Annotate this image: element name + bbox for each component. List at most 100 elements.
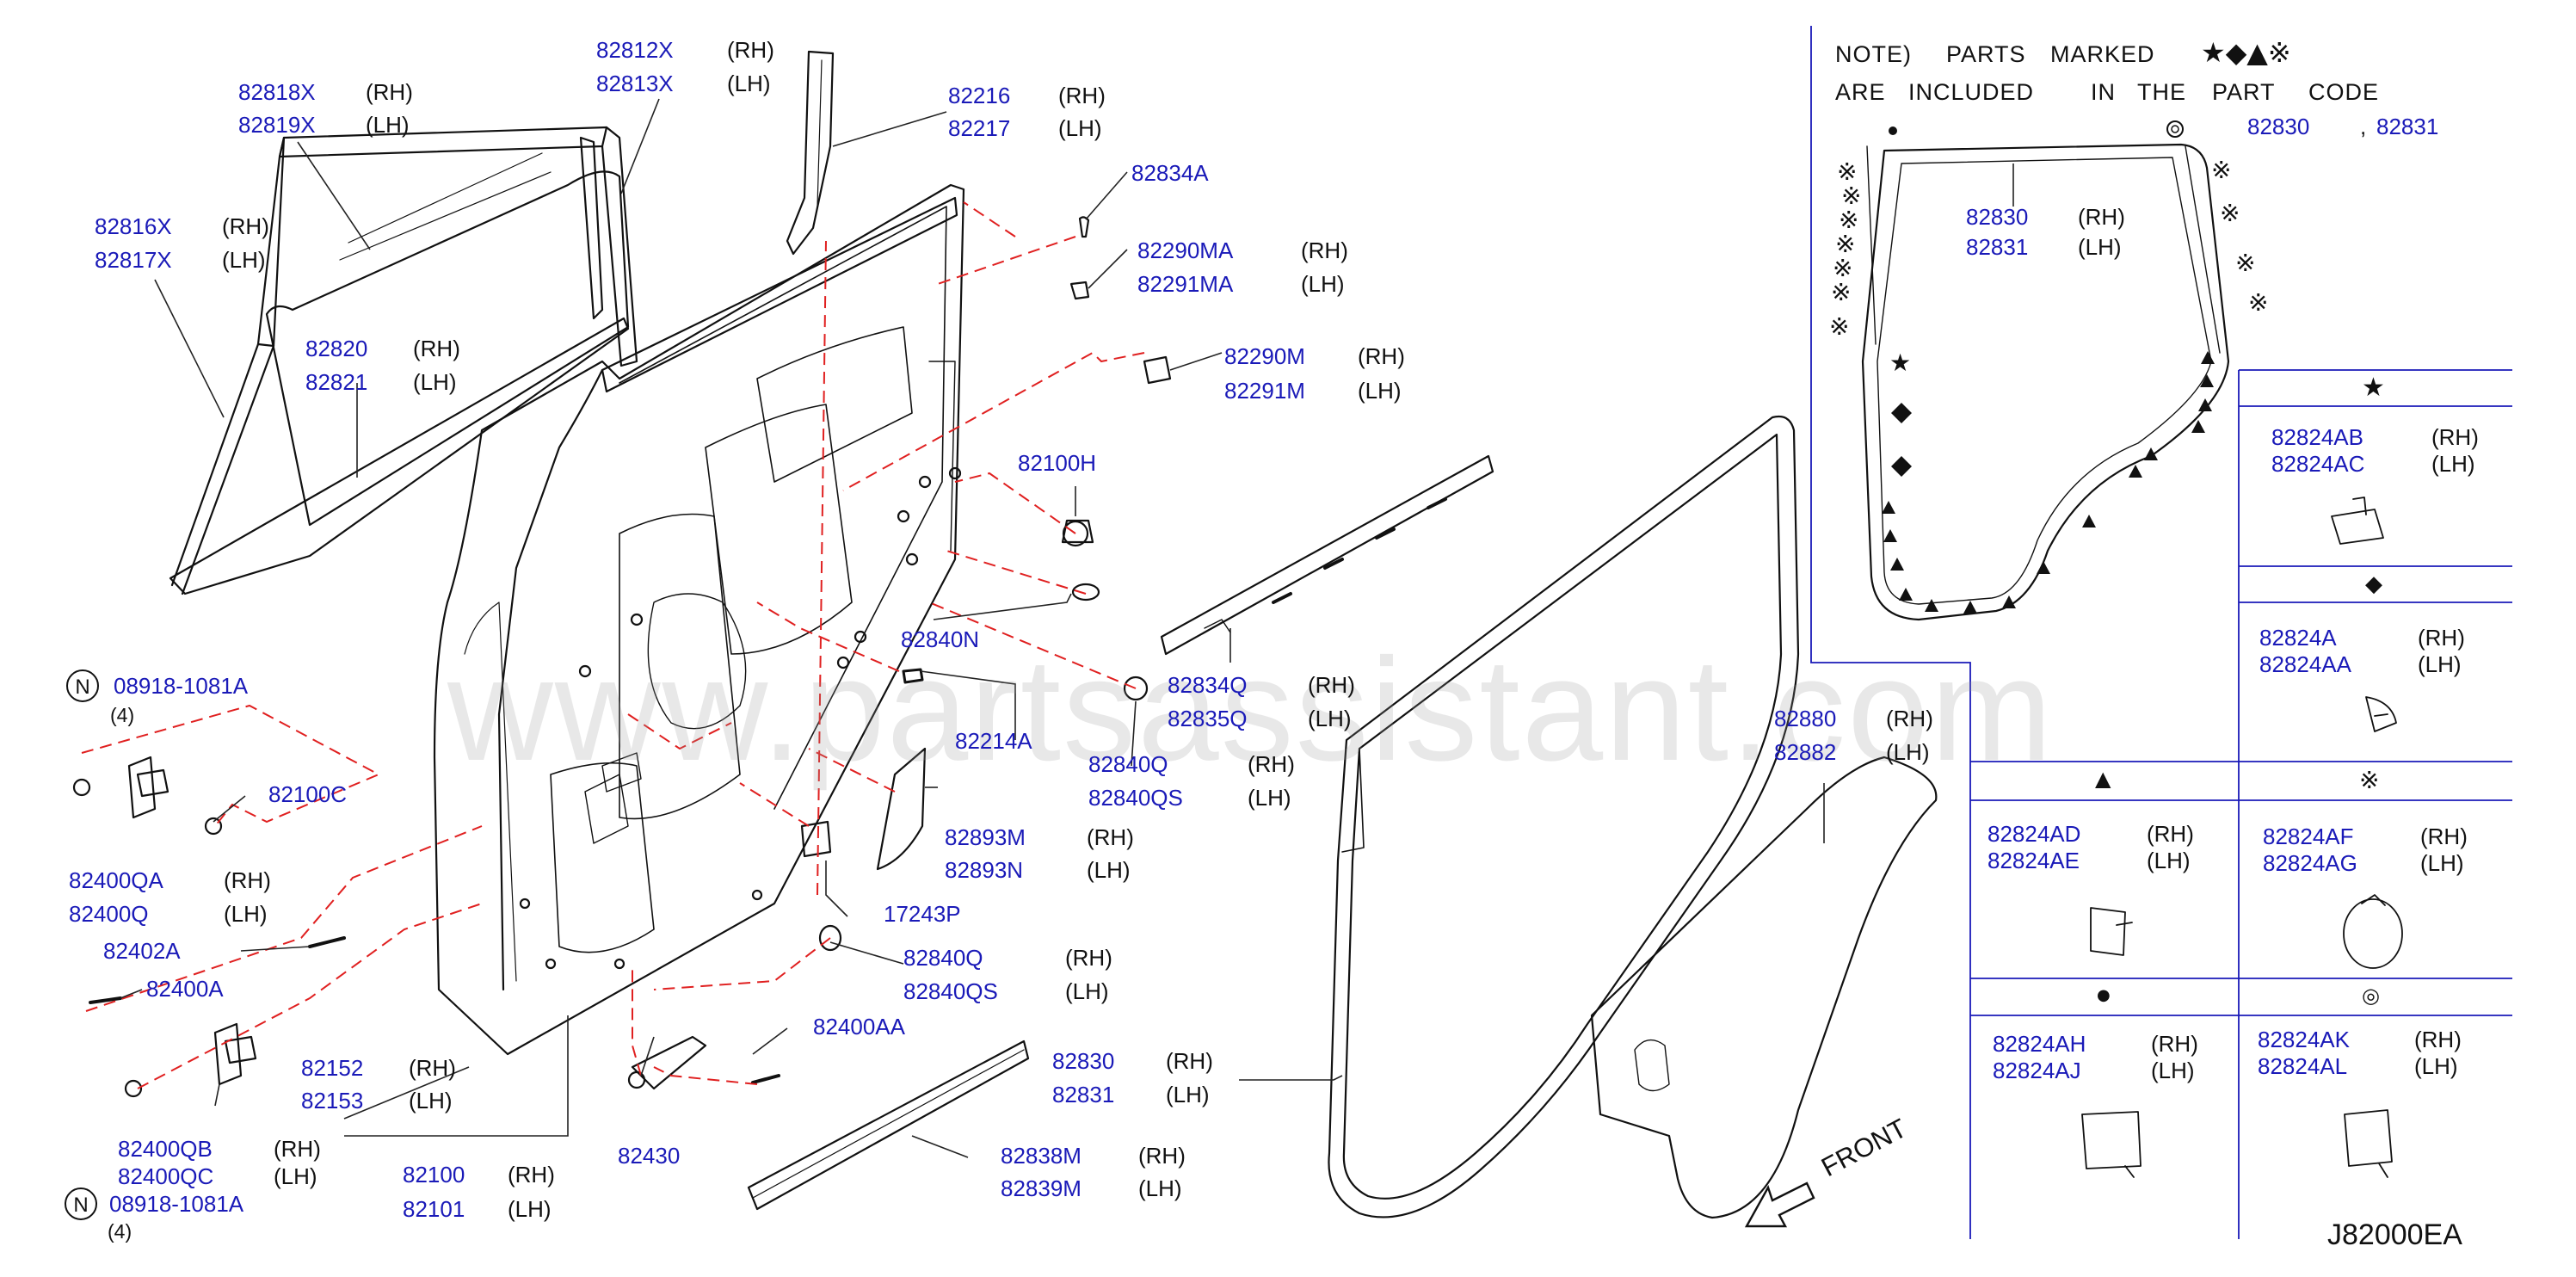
hinge-lower xyxy=(213,1022,257,1086)
part-82817X[interactable]: 82817X xyxy=(95,247,172,273)
part-82830[interactable]: 82830 xyxy=(1052,1048,1115,1074)
part-82893M[interactable]: 82893M xyxy=(945,824,1026,850)
leader-lines xyxy=(120,98,2014,1158)
part-82831[interactable]: 82831 xyxy=(1052,1082,1115,1107)
part-82840Q-upper[interactable]: 82840Q xyxy=(1088,751,1168,777)
part-82400QA[interactable]: 82400QA xyxy=(69,867,163,893)
part-82152[interactable]: 82152 xyxy=(301,1055,364,1081)
kome-marker: ※ xyxy=(2211,156,2232,184)
part-82824AC[interactable]: 82824AC xyxy=(2271,451,2365,477)
part-82824AB[interactable]: 82824AB xyxy=(2271,424,2363,450)
side-lh: (LH) xyxy=(2420,850,2464,876)
side-lh: (LH) xyxy=(413,369,457,395)
side-lh: (LH) xyxy=(2151,1058,2195,1083)
part-82840Q-lower[interactable]: 82840Q xyxy=(903,945,983,971)
part-82820[interactable]: 82820 xyxy=(305,336,368,361)
part-82840N[interactable]: 82840N xyxy=(901,626,980,652)
part-82824AH[interactable]: 82824AH xyxy=(1993,1031,2086,1057)
legend-clip-icons xyxy=(2081,497,2403,1178)
part-82834A[interactable]: 82834A xyxy=(1131,160,1209,186)
note-word-parts: PARTS xyxy=(1946,41,2026,67)
side-rh: (RH) xyxy=(508,1162,555,1188)
part-82830-inset[interactable]: 82830 xyxy=(1966,204,2029,230)
n-mark-lower: N xyxy=(65,1188,97,1220)
part-82840QS-upper[interactable]: 82840QS xyxy=(1088,785,1183,811)
part-82400Q[interactable]: 82400Q xyxy=(69,901,149,927)
part-82153[interactable]: 82153 xyxy=(301,1088,364,1114)
part-82824AL[interactable]: 82824AL xyxy=(2258,1053,2348,1079)
kome-marker: ※ xyxy=(1833,254,1853,282)
part-82824AJ[interactable]: 82824AJ xyxy=(1993,1058,2081,1083)
part-82214A[interactable]: 82214A xyxy=(955,728,1032,754)
part-82818X[interactable]: 82818X xyxy=(238,79,316,105)
part-82812X[interactable]: 82812X xyxy=(596,37,674,63)
part-82400AA[interactable]: 82400AA xyxy=(813,1014,905,1039)
part-82824AE[interactable]: 82824AE xyxy=(1987,848,2080,873)
note-word-part: PART xyxy=(2212,79,2276,105)
part-82400QC[interactable]: 82400QC xyxy=(118,1163,214,1189)
part-82838M[interactable]: 82838M xyxy=(1001,1143,1082,1169)
part-82880[interactable]: 82880 xyxy=(1774,706,1837,731)
part-82216[interactable]: 82216 xyxy=(948,83,1011,108)
note-code-82830[interactable]: 82830 xyxy=(2247,114,2310,139)
note-word-code: CODE xyxy=(2308,79,2380,105)
kome-marker: ※ xyxy=(1837,157,1858,186)
part-82893N[interactable]: 82893N xyxy=(945,857,1024,883)
side-lh: (LH) xyxy=(1065,978,1109,1004)
part-82824AA[interactable]: 82824AA xyxy=(2259,651,2351,677)
part-82101[interactable]: 82101 xyxy=(403,1196,465,1222)
kome-marker: ※ xyxy=(2248,288,2269,317)
part-82402A[interactable]: 82402A xyxy=(103,938,181,964)
side-lh: (LH) xyxy=(1358,378,1402,404)
part-82290M[interactable]: 82290M xyxy=(1224,343,1305,369)
part-82824AG[interactable]: 82824AG xyxy=(2263,850,2357,876)
part-82291M[interactable]: 82291M xyxy=(1224,378,1305,404)
part-82100H[interactable]: 82100H xyxy=(1018,450,1097,476)
part-82882[interactable]: 82882 xyxy=(1774,739,1837,765)
side-rh: (RH) xyxy=(2414,1027,2462,1052)
part-82291MA[interactable]: 82291MA xyxy=(1137,271,1234,297)
part-82100[interactable]: 82100 xyxy=(403,1162,465,1188)
part-82824AD[interactable]: 82824AD xyxy=(1987,821,2081,847)
sash-trim xyxy=(579,50,835,320)
side-lh: (LH) xyxy=(1248,785,1291,811)
side-lh: (LH) xyxy=(366,112,410,138)
legend-triangle-symbol: ▲ xyxy=(2095,767,2111,791)
side-lh: (LH) xyxy=(224,901,268,927)
part-82290MA[interactable]: 82290MA xyxy=(1137,238,1234,263)
part-82813X[interactable]: 82813X xyxy=(596,71,674,96)
part-08918-1081A-lower[interactable]: 08918-1081A xyxy=(109,1191,244,1217)
side-lh: (LH) xyxy=(409,1088,453,1114)
part-82217[interactable]: 82217 xyxy=(948,115,1011,141)
side-lh: (LH) xyxy=(1308,706,1352,731)
part-82839M[interactable]: 82839M xyxy=(1001,1175,1082,1201)
side-rh: (RH) xyxy=(2078,204,2125,230)
part-82430[interactable]: 82430 xyxy=(618,1143,681,1169)
legend-borders xyxy=(1810,26,2512,1239)
part-82824AF[interactable]: 82824AF xyxy=(2263,824,2354,849)
part-82400A[interactable]: 82400A xyxy=(146,976,224,1002)
watermark: www.partsassistant.com xyxy=(447,628,2055,792)
part-82400QB[interactable]: 82400QB xyxy=(118,1136,213,1162)
part-82821[interactable]: 82821 xyxy=(305,369,368,395)
part-82834Q[interactable]: 82834Q xyxy=(1168,672,1248,698)
note-code-82831[interactable]: 82831 xyxy=(2376,114,2439,139)
part-08918-1081A-upper[interactable]: 08918-1081A xyxy=(114,673,249,699)
side-rh: (RH) xyxy=(1166,1048,1213,1074)
part-82831-inset[interactable]: 82831 xyxy=(1966,234,2029,260)
side-rh: (RH) xyxy=(366,79,413,105)
note-word-are: ARE xyxy=(1835,79,1886,105)
part-82816X[interactable]: 82816X xyxy=(95,213,172,239)
part-82819X[interactable]: 82819X xyxy=(238,112,316,138)
side-rh: (RH) xyxy=(274,1136,321,1162)
part-17243P[interactable]: 17243P xyxy=(884,901,961,927)
trim-insulator xyxy=(876,747,927,871)
part-82840QS-lower[interactable]: 82840QS xyxy=(903,978,998,1004)
part-82835Q[interactable]: 82835Q xyxy=(1168,706,1248,731)
part-82824AK[interactable]: 82824AK xyxy=(2258,1027,2350,1052)
side-rh: (RH) xyxy=(1087,824,1134,850)
side-rh: (RH) xyxy=(1301,238,1348,263)
part-82824A[interactable]: 82824A xyxy=(2259,625,2337,651)
part-82100C[interactable]: 82100C xyxy=(268,781,348,807)
